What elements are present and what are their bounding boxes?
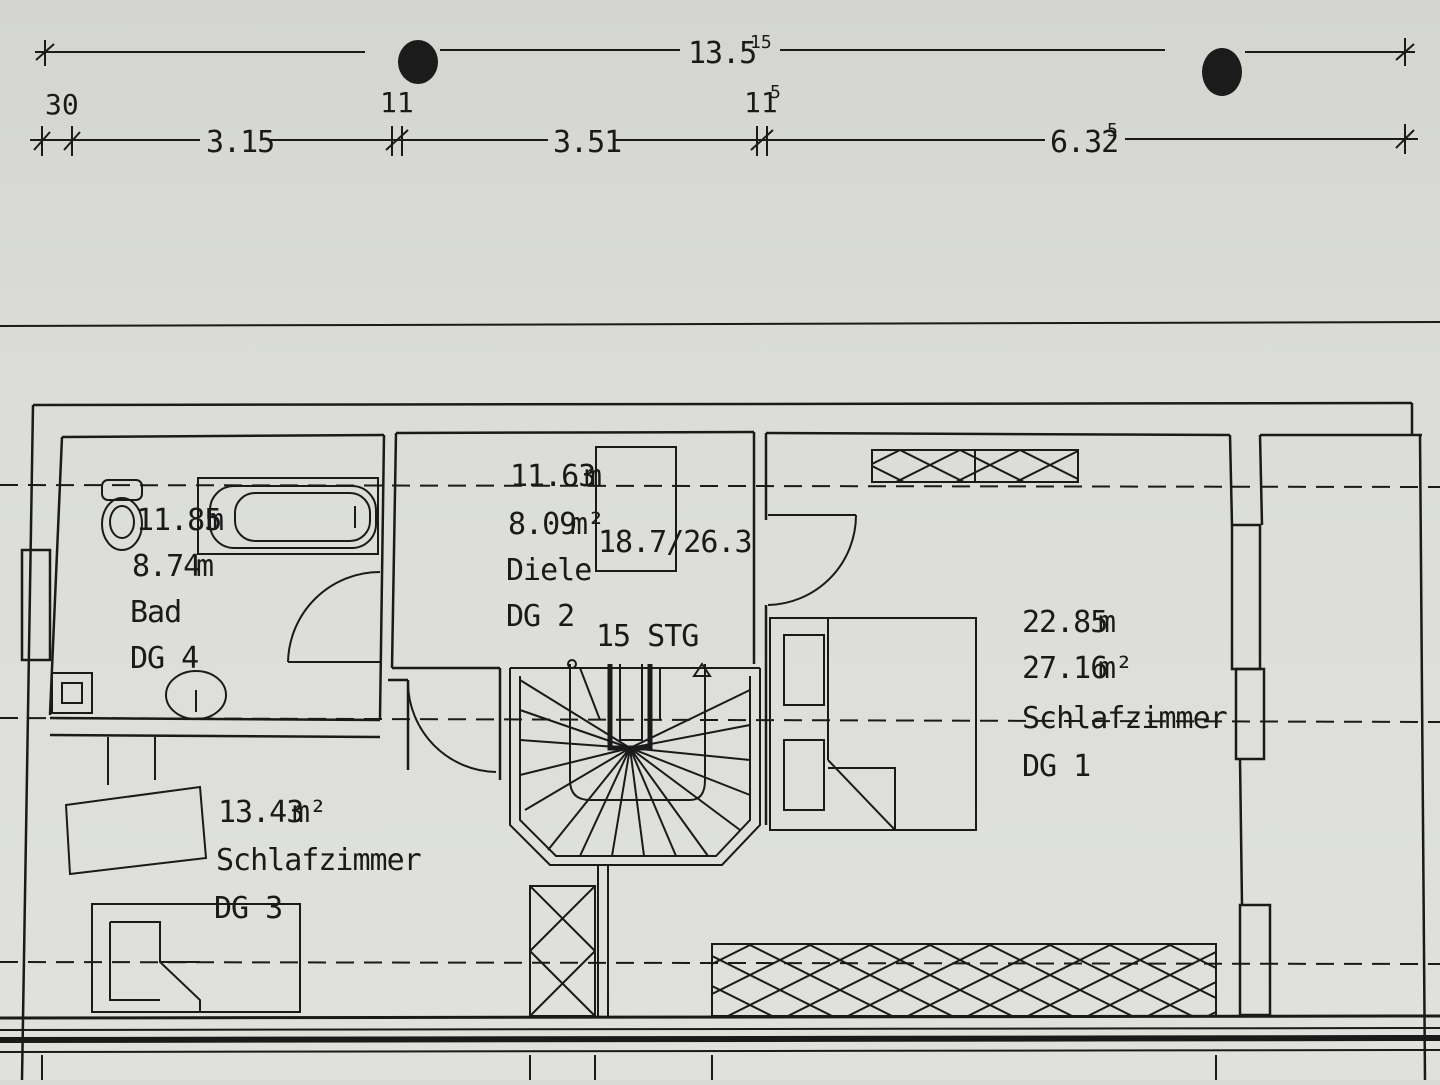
stair-label: 15 STG xyxy=(596,619,698,654)
bad-room-name: Bad xyxy=(130,595,181,630)
chimney-shaft xyxy=(529,865,609,1017)
punch-hole-right xyxy=(1202,48,1242,96)
dim-label-6-32-superscript: 5 xyxy=(1107,120,1118,141)
double-bed-icon xyxy=(769,617,977,831)
bad-perimeter-unit: m xyxy=(206,503,223,538)
dim-label-11b-superscript: 5 xyxy=(770,82,781,103)
overall-dimension-line xyxy=(35,38,1415,66)
bedroom-1-code: DG 1 xyxy=(1022,749,1090,784)
punch-hole-left xyxy=(398,40,438,84)
bad-area-unit: m xyxy=(196,549,213,584)
diele-room-code: DG 2 xyxy=(506,599,574,634)
bathroom-door xyxy=(287,571,381,663)
toilet-icon xyxy=(101,479,143,551)
dim-label-3-51: 3.51 xyxy=(553,125,621,160)
staircase xyxy=(509,659,761,866)
bad-room-code: DG 4 xyxy=(130,641,198,676)
skylight-window xyxy=(595,446,677,572)
bad-area: 8.74 xyxy=(132,549,200,584)
bedroom-1-area-unit: m² xyxy=(1098,651,1132,686)
bedroom-1-perimeter-unit: m xyxy=(1098,605,1115,640)
washbasin-icon xyxy=(165,670,227,720)
wardrobe-bottom xyxy=(711,943,1217,1017)
outer-walls xyxy=(20,401,1427,1081)
dim-label-6-32: 6.32 xyxy=(1050,125,1118,160)
diele-perimeter: 11.63 xyxy=(510,459,595,494)
dim-label-30: 30 xyxy=(45,88,79,121)
dim-label-11a: 11 xyxy=(380,86,414,119)
bad-perimeter: 11.85 xyxy=(136,503,221,538)
dim-label-3-15: 3.15 xyxy=(206,125,274,160)
diele-door xyxy=(407,683,497,773)
wardrobe-top xyxy=(871,449,1079,483)
dim-label-11b: 11 xyxy=(744,86,778,119)
segment-dimension-line xyxy=(30,124,1418,156)
bedroom-1-door xyxy=(767,514,857,606)
bedroom-1-perimeter: 22.85 xyxy=(1022,605,1107,640)
bedroom-1-area: 27.16 xyxy=(1022,651,1107,686)
diele-perimeter-unit: m xyxy=(584,459,601,494)
bedroom-1-walls xyxy=(764,431,1422,1017)
diele-area: 8.09 xyxy=(508,507,576,542)
sheet-separator-line xyxy=(0,321,1440,327)
bedroom-3-furniture xyxy=(64,737,301,1013)
overall-dimension-label: 13.5 xyxy=(688,36,756,71)
bottom-wall-band xyxy=(0,1014,1440,1080)
bathtub-icon xyxy=(197,477,379,555)
diele-walls xyxy=(388,430,756,780)
bedroom-3-code: DG 3 xyxy=(214,891,282,926)
bedroom-1-name: Schlafzimmer xyxy=(1022,701,1227,736)
bedroom-3-name: Schlafzimmer xyxy=(216,843,421,878)
shower-tray-icon xyxy=(51,672,93,714)
bedroom-3-area-unit: m² xyxy=(292,795,326,830)
bedroom-3-area: 13.43 xyxy=(218,795,303,830)
diele-room-name: Diele xyxy=(506,553,591,588)
overall-dimension-superscript: 15 xyxy=(750,32,772,53)
window-dimension-label: 18.7/26.3 xyxy=(598,525,752,560)
diele-area-unit: m² xyxy=(570,507,604,542)
